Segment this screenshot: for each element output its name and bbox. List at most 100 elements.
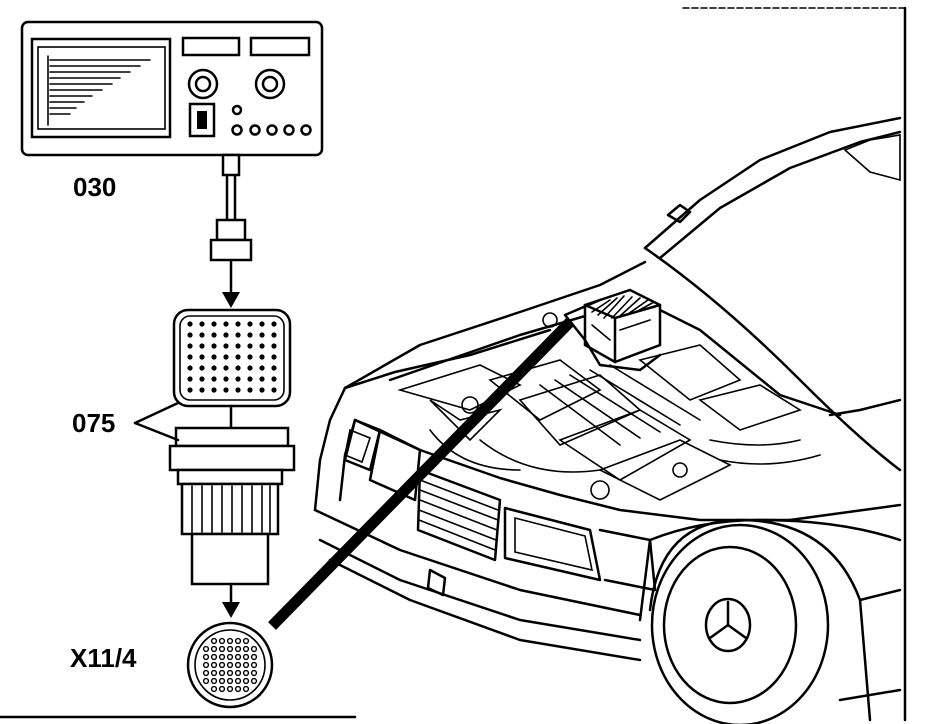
connector-pin [218, 685, 226, 693]
tester-screen [30, 37, 172, 139]
adapter-pin [199, 387, 205, 393]
connector-pin [210, 645, 218, 653]
adapter-pin [199, 332, 205, 338]
connector-pin [234, 685, 242, 693]
connector-pin [202, 645, 210, 653]
connector-pin [234, 653, 242, 661]
adapter-pin [199, 321, 205, 327]
label-075-pointer [133, 401, 180, 442]
connector-pin [242, 669, 250, 677]
adapter-pin [199, 376, 205, 382]
adapter-pin [211, 376, 217, 382]
adapter-pin [271, 321, 277, 327]
connector-pin [210, 685, 218, 693]
connector-pin [210, 653, 218, 661]
connector-pin [210, 669, 218, 677]
adapter-pin [235, 387, 241, 393]
adapter-pin [199, 343, 205, 349]
connector-pin [250, 661, 258, 669]
adapter-collar [174, 426, 290, 448]
connector-pin [242, 653, 250, 661]
connector-pin [218, 677, 226, 685]
adapter-pin [247, 321, 253, 327]
adapter-pin [259, 354, 265, 360]
connector-pin [226, 645, 234, 653]
adapter-pin [259, 321, 265, 327]
adapter-pin [247, 387, 253, 393]
connector-pin [218, 669, 226, 677]
adapter-pin [187, 343, 193, 349]
adapter-pin [199, 354, 205, 360]
adapter-pin [211, 387, 217, 393]
tester-buttons [231, 124, 312, 136]
adapter-pin [235, 354, 241, 360]
arrow-down-2 [222, 602, 240, 618]
adapter-pin [235, 321, 241, 327]
adapter-pin [223, 376, 229, 382]
adapter-pin [187, 365, 193, 371]
adapter-pin [259, 365, 265, 371]
adapter-pin [247, 365, 253, 371]
adapter-pin [223, 343, 229, 349]
adapter-pin [235, 343, 241, 349]
tester-cable [209, 153, 253, 308]
adapter-pin [187, 332, 193, 338]
adapter-pin [187, 354, 193, 360]
connector-pin [242, 645, 250, 653]
connector-pin [234, 645, 242, 653]
adapter-pin [271, 376, 277, 382]
diagnostic-tester [20, 20, 324, 157]
adapter-pin [211, 343, 217, 349]
adapter-pin [223, 321, 229, 327]
connector-pin [250, 677, 258, 685]
connector-pin [242, 637, 250, 645]
connector-pin [218, 661, 226, 669]
adapter-pin [247, 332, 253, 338]
adapter-pins [187, 321, 277, 393]
tester-socket [188, 102, 216, 138]
adapter-pin [187, 387, 193, 393]
adapter-pin [235, 376, 241, 382]
arrow-down-1 [222, 292, 240, 308]
adapter-pin [259, 332, 265, 338]
adapter-pin [259, 376, 265, 382]
connector-pin [234, 677, 242, 685]
adapter-pin [259, 343, 265, 349]
adapter-pin [247, 376, 253, 382]
connector-pins [202, 637, 258, 693]
connector-pin [210, 637, 218, 645]
adapter-pin [235, 332, 241, 338]
adapter-pin [223, 332, 229, 338]
adapter-pin [211, 365, 217, 371]
adapter-pin [211, 354, 217, 360]
connector-pin [218, 653, 226, 661]
adapter-grip [180, 482, 280, 536]
connector-pin [226, 637, 234, 645]
connector-pin [202, 661, 210, 669]
headlight-right [503, 506, 602, 582]
connector-pin [226, 677, 234, 685]
wiper [666, 203, 692, 224]
connector-x11-4 [186, 621, 274, 709]
adapter-pin [271, 354, 277, 360]
connector-pin [250, 669, 258, 677]
connector-pin [218, 637, 226, 645]
connector-pin [226, 685, 234, 693]
adapter-pin [199, 365, 205, 371]
connector-pin [250, 645, 258, 653]
adapter-pin [271, 365, 277, 371]
frame-lines [0, 6, 907, 722]
headlight-left [343, 418, 382, 472]
adapter-pin [271, 387, 277, 393]
tester-display-right [249, 36, 311, 57]
engine-bay-socket [563, 288, 662, 372]
connector-pin [234, 669, 242, 677]
connector-pin [210, 661, 218, 669]
connector-pin [226, 669, 234, 677]
adapter-pin [259, 387, 265, 393]
connector-pin [202, 669, 210, 677]
connector-pin [242, 677, 250, 685]
screen-text-lines [47, 55, 151, 126]
adapter-pin [187, 376, 193, 382]
